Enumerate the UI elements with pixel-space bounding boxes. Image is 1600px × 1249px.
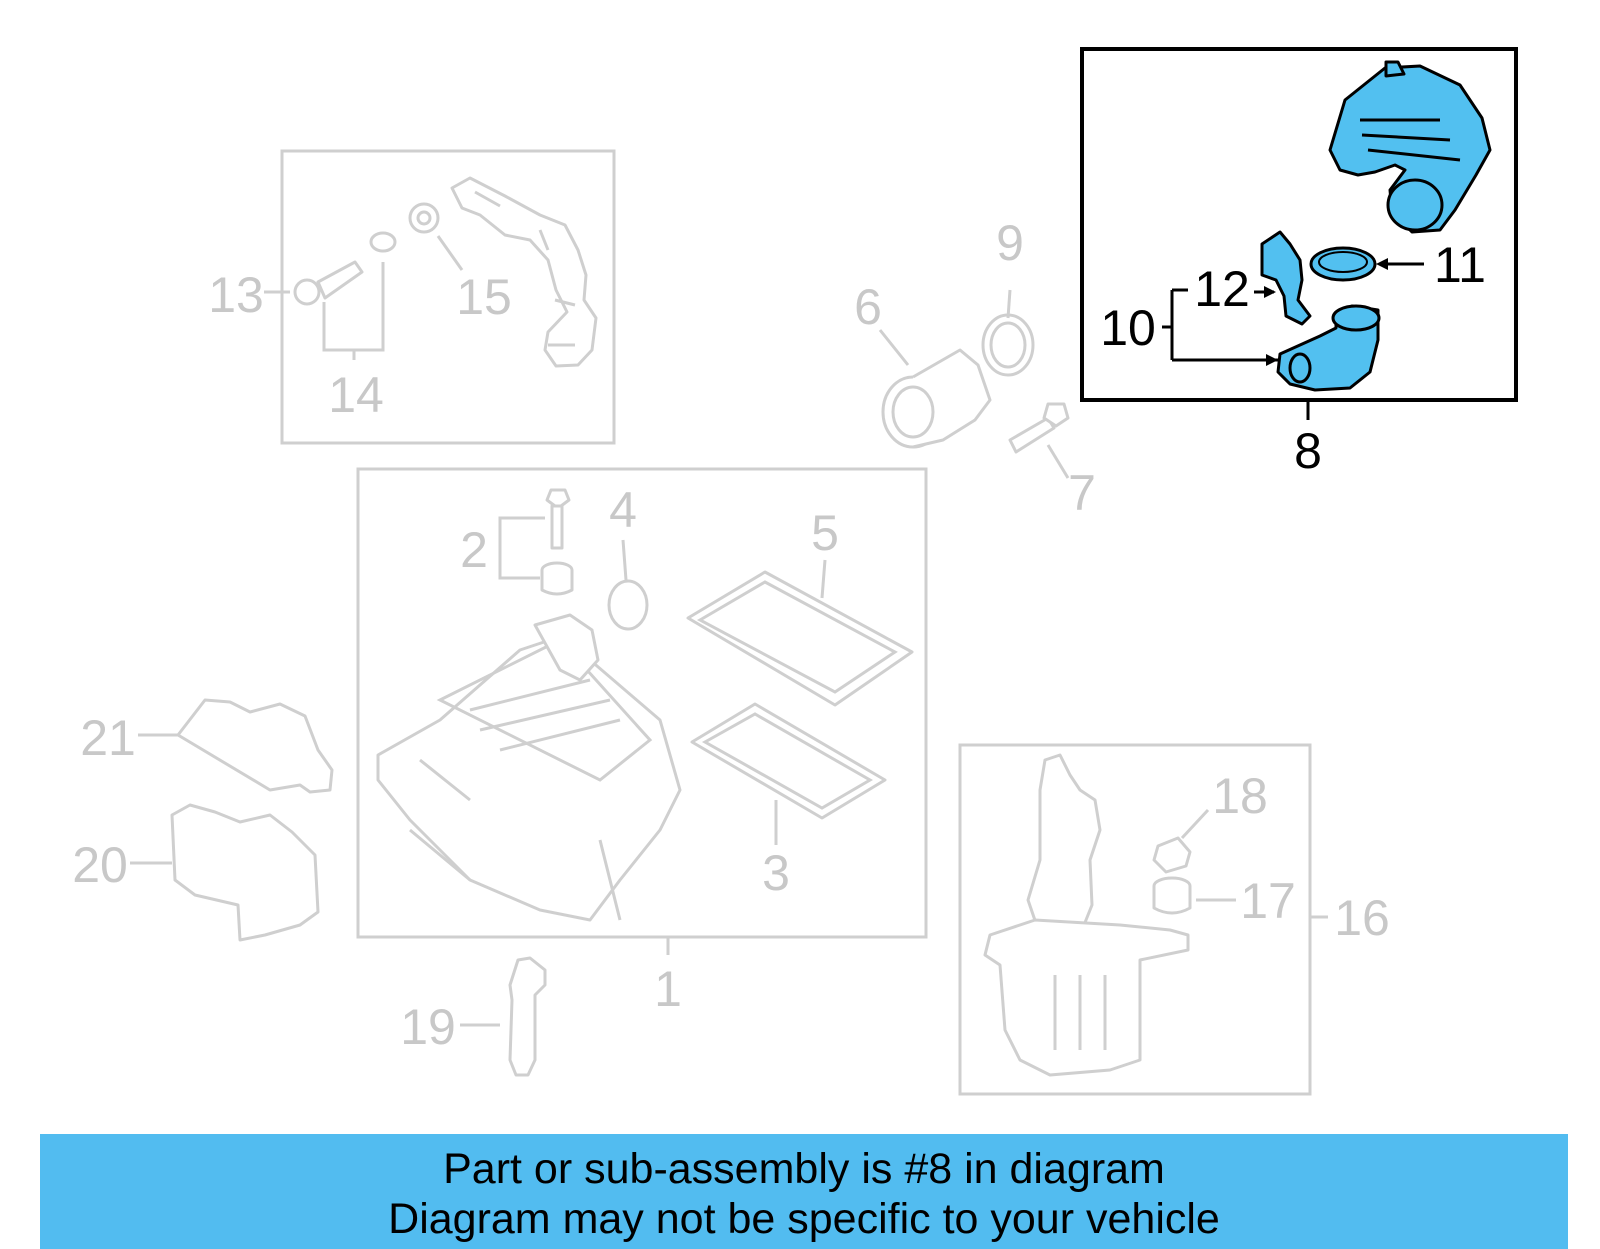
callout-10[interactable]: 10 [1100,300,1156,356]
callout-15[interactable]: 15 [456,269,512,325]
callout-12[interactable]: 12 [1194,261,1250,317]
part-15-hose [450,176,598,368]
callout-3[interactable]: 3 [762,845,790,901]
leader-2 [498,516,545,580]
callout-16[interactable]: 16 [1334,890,1390,946]
part-4-seal [607,579,649,631]
leader-7 [1046,444,1070,479]
leader-10 [1162,288,1278,362]
leader-4 [621,539,628,581]
part-17-bushing [1152,876,1192,915]
part-14-washer [369,231,397,253]
part-5-filter-cover [686,570,914,707]
leader-6 [878,329,910,366]
callout-14[interactable]: 14 [328,367,384,423]
callout-8[interactable]: 8 [1294,423,1322,479]
callout-21[interactable]: 21 [80,710,136,766]
callout-20[interactable]: 20 [72,837,128,893]
leader-14 [322,262,385,360]
part-20-box [170,803,320,942]
callout-19[interactable]: 19 [400,999,456,1055]
part-1-air-cleaner [376,613,682,922]
part-16-resonator [983,753,1190,1077]
banner-line-1: Part or sub-assembly is #8 in diagram [443,1145,1165,1193]
group-box-1 [356,467,928,939]
group-box-8 [1080,47,1518,402]
group-box-13 [280,149,616,445]
part-9-clamp [981,313,1035,377]
callout-17[interactable]: 17 [1240,873,1296,929]
leader-5 [820,559,827,599]
part-7-bolt [1008,402,1070,454]
group-box-16 [958,743,1312,1096]
part-15-grommet [408,202,440,234]
callout-2[interactable]: 2 [460,522,488,578]
banner-line-2: Diagram may not be specific to your vehi… [388,1195,1220,1243]
callout-11[interactable]: 11 [1434,237,1486,293]
leader-18 [1180,808,1210,840]
callout-18[interactable]: 18 [1212,768,1268,824]
part-21-cover [176,698,334,794]
part-6-maf [881,348,992,449]
leader-9 [1006,289,1012,319]
part-10-elbow[interactable] [1276,304,1381,392]
part-2-grommet [540,561,574,596]
part-8-intake-hose[interactable] [1328,60,1492,234]
part-12-sensor[interactable] [1260,230,1312,326]
callout-7[interactable]: 7 [1068,465,1096,521]
callout-1[interactable]: 1 [654,961,682,1017]
callout-5[interactable]: 5 [811,505,839,561]
part-2-bolt [545,488,571,550]
leader-15 [436,235,464,271]
part-18-nut [1152,836,1192,874]
callout-4[interactable]: 4 [609,482,637,538]
callout-9[interactable]: 9 [996,215,1024,271]
part-11-clamp[interactable] [1309,246,1377,282]
callout-13[interactable]: 13 [208,267,264,323]
info-banner: Part or sub-assembly is #8 in diagram Di… [40,1134,1568,1249]
part-3-air-filter [690,702,887,820]
callout-6[interactable]: 6 [854,279,882,335]
part-19-hose [508,956,547,1077]
part-14-bolt [293,260,364,306]
